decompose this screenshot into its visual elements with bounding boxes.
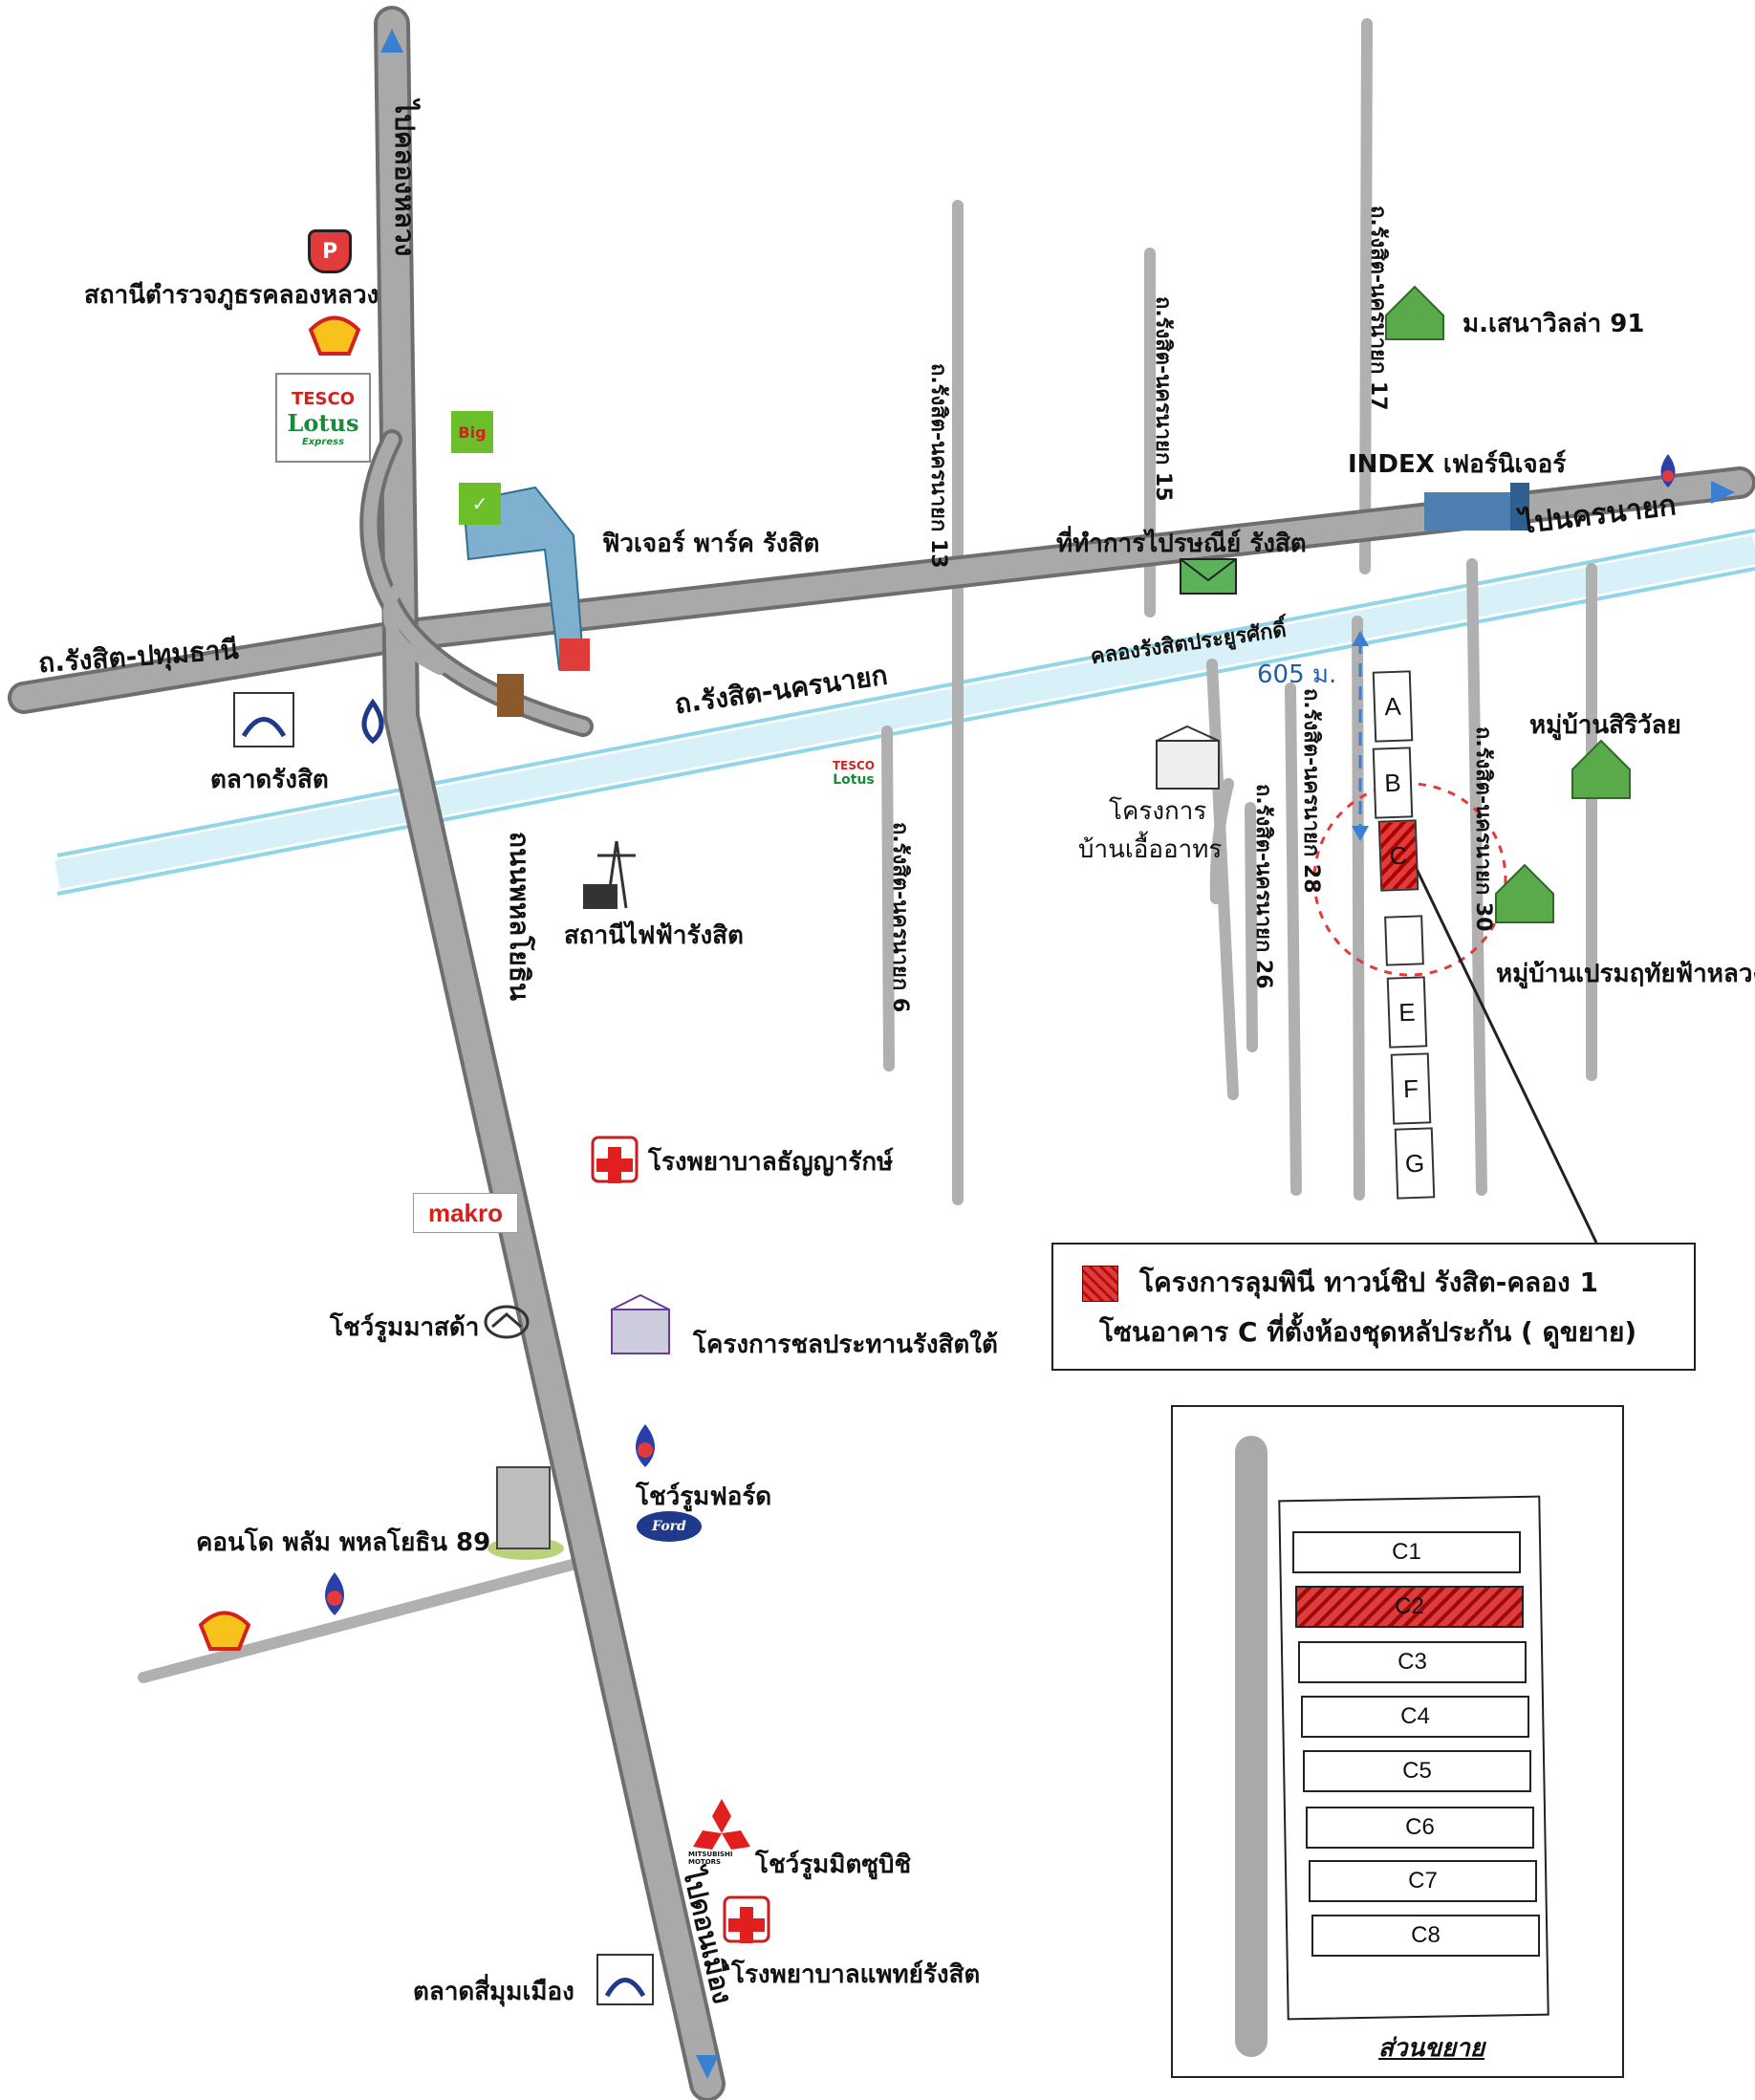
unit-c1: C1 (1292, 1531, 1521, 1573)
future-park-mall-icon (462, 486, 590, 671)
mitsubishi-text: MITSUBISHI MOTORS (688, 1851, 733, 1866)
block-c-highlight: C (1377, 819, 1419, 892)
direction-arrows (380, 29, 1735, 2079)
mitsubishi-icon (693, 1799, 750, 1850)
arrow-up-icon (380, 29, 403, 53)
label-talad-rangsit: ตลาดรังสิต (210, 766, 329, 794)
housing-project-icon (1156, 725, 1220, 790)
label-power-station: สถานีไฟฟ้ารังสิต (564, 921, 744, 950)
label-index-furniture: INDEX เฟอร์นิเจอร์ (1348, 450, 1567, 479)
label-soi-17: ถ.รังสิต-นครนายก 17 (1366, 206, 1390, 411)
label-project-uathorn-2: บ้านเอื้ออาทร (1078, 835, 1223, 864)
village-house-icon-3 (1495, 863, 1554, 923)
inset-road (1235, 1436, 1268, 2057)
condo-building-icon (488, 1466, 564, 1560)
label-rangsit-hospital: โรงพยาบาลแพทย์รังสิต (731, 1960, 981, 1989)
tesco-small-text: TESCO (832, 759, 876, 772)
block-g: G (1394, 1127, 1436, 1200)
mazda-icon (484, 1305, 530, 1339)
label-distance: 605 ม. (1257, 660, 1337, 689)
label-siriwalai: หมู่บ้านสิริวัลย (1529, 711, 1681, 740)
label-project-uathorn-1: โครงการ (1109, 797, 1207, 826)
shell-icon-2 (198, 1611, 251, 1651)
legend-line-1: โครงการลุมพินี ทาวน์ชิป รังสิต-คลอง 1 (1139, 1266, 1598, 1298)
power-station-icon (583, 840, 636, 909)
block-d: D (1384, 915, 1424, 966)
lotus-small-text: Lotus (833, 772, 875, 788)
market-icon (233, 692, 294, 747)
hospital-icon-2 (723, 1895, 770, 1943)
index-building-icon (1424, 483, 1529, 530)
label-soi-13: ถ.รังสิต-นครนายก 13 (926, 363, 950, 569)
label-talad-simummuang: ตลาดสี่มุมเมือง (413, 1978, 574, 2006)
legend-box: โครงการลุมพินี ทาวน์ชิป รังสิต-คลอง 1 โซ… (1051, 1243, 1696, 1371)
legend-line-2: โซนอาคาร C ที่ตั้งห้องชุดหลัประกัน ( ดูข… (1099, 1316, 1637, 1348)
label-to-khlong-luang: ไปคลองหลวง (389, 100, 421, 257)
village-house-icon (1385, 285, 1444, 340)
ford-logo-icon (637, 1511, 702, 1542)
side-roads (138, 18, 1597, 1683)
hospital-icon (591, 1136, 639, 1183)
bangkok-bank-icon (361, 698, 384, 745)
unit-c5: C5 (1303, 1750, 1531, 1792)
label-phahonyothin: ถนนพหลโยธิน (504, 832, 535, 1001)
inset-enlarged-view: C1 C2 C3 C4 C5 C6 C7 C8 ส่วนขยาย (1171, 1405, 1624, 2078)
unit-c6: C6 (1306, 1807, 1534, 1849)
unit-c7: C7 (1309, 1860, 1537, 1902)
ptt-icon (1660, 454, 1676, 487)
block-e: E (1386, 976, 1428, 1049)
block-b: B (1372, 747, 1414, 819)
label-condo-plum: คอนโด พลัม พหลโยธิน 89 (196, 1528, 491, 1557)
chonprathan-housing-icon (611, 1293, 670, 1354)
ford-text: Ford (652, 1519, 686, 1534)
tesco-lotus-logo: TESCO Lotus Express (275, 373, 371, 463)
tesco-lotus-small-logo: TESCO Lotus (827, 750, 880, 796)
main-roads (8, 6, 1755, 2100)
ptt-icon-2 (636, 1424, 655, 1467)
unit-c4: C4 (1301, 1696, 1529, 1738)
label-chonprathan: โครงการชลประทานรังสิตใต้ (693, 1331, 998, 1359)
label-mazda-showroom: โชว์รูมมาสด้า (330, 1313, 480, 1342)
arrow-right-icon (1711, 481, 1735, 504)
dist-arrow-up-icon (1352, 631, 1369, 646)
label-soi-30: ถ.รังสิต-นครนายก 30 (1471, 726, 1495, 932)
label-police-station: สถานีตำรวจภูธรคลองหลวง (84, 281, 379, 310)
market-icon-2 (596, 1954, 654, 2005)
ptt-icon-3 (325, 1572, 344, 1615)
label-senavilla: ม.เสนาวิลล่า 91 (1462, 310, 1645, 338)
arrow-down-icon (696, 2055, 719, 2079)
history-museum-icon (497, 674, 524, 717)
label-ford-showroom: โชว์รูมฟอร์ด (636, 1483, 772, 1511)
village-house-icon-2 (1571, 739, 1631, 799)
label-soi-26: ถ.รังสิต-นครนายก 26 (1251, 784, 1275, 989)
label-future-park: ฟิวเจอร์ พาร์ค รังสิต (602, 530, 820, 558)
inset-caption: ส่วนขยาย (1378, 2034, 1485, 2063)
leader-line (1413, 864, 1598, 1244)
label-soi-15: ถ.รังสิต-นครนายก 15 (1151, 296, 1175, 502)
shell-icon (308, 315, 361, 356)
lotus-text: Lotus (287, 408, 359, 437)
label-thanyarak-hospital: โรงพยาบาลธัญญารักษ์ (648, 1148, 894, 1177)
express-text: Express (301, 436, 345, 447)
dist-arrow-down-icon (1352, 826, 1369, 841)
unit-c8: C8 (1311, 1915, 1540, 1957)
future-park-logo: ✓ (459, 483, 501, 525)
label-mitsubishi-showroom: โชว์รูมมิตซูบิชิ (755, 1851, 912, 1879)
bigc-logo: Big (451, 411, 493, 453)
makro-logo: makro (413, 1193, 518, 1233)
block-f: F (1390, 1052, 1432, 1125)
block-a: A (1372, 670, 1414, 743)
mail-icon (1180, 558, 1237, 595)
police-sign-icon: P (308, 229, 352, 273)
label-prem-village: หมู่บ้านเปรมฤทัยฟ้าหลวง (1496, 960, 1755, 988)
label-soi-6: ถ.รังสิต-นครนายก 6 (888, 822, 912, 1013)
tesco-text: TESCO (291, 388, 356, 409)
label-post-office: ที่ทำการไปรษณีย์ รังสิต (1056, 530, 1307, 558)
label-soi-28: ถ.รังสิต-นครนายก 28 (1299, 688, 1323, 894)
unit-c2-highlight: C2 (1295, 1586, 1524, 1628)
unit-c3: C3 (1298, 1641, 1527, 1683)
legend-swatch (1082, 1266, 1118, 1302)
